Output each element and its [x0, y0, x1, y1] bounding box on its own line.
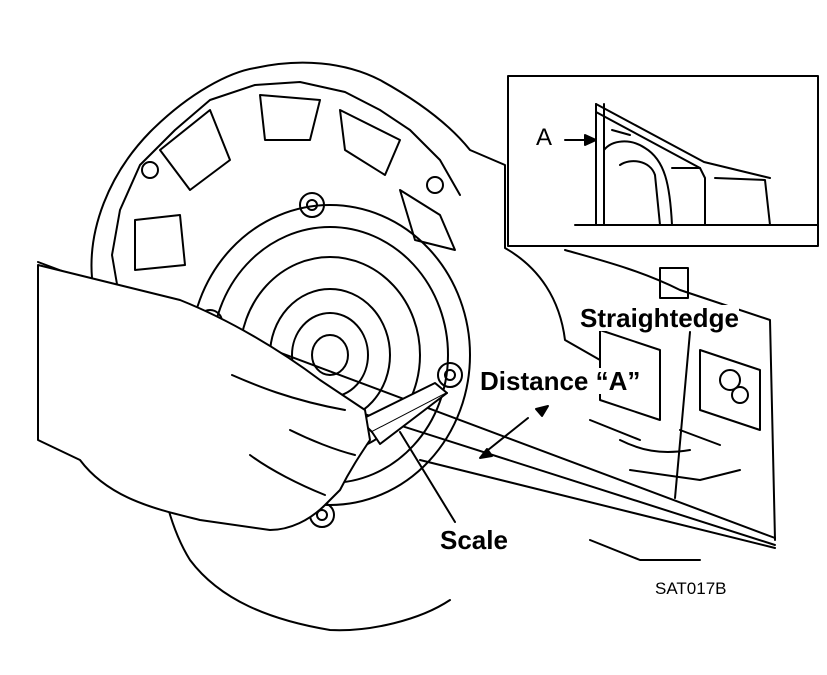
hand — [37, 264, 371, 531]
housing-rib-3 — [339, 109, 401, 176]
figure-code-label: SAT017B — [655, 579, 727, 598]
housing-rib-2 — [259, 94, 321, 141]
scale-ruler — [359, 382, 448, 445]
inset-detail — [507, 75, 819, 247]
distance-arrow-head-1 — [535, 405, 549, 417]
housing-rib-5 — [399, 189, 456, 251]
housing-rib-1 — [159, 109, 231, 191]
straightedge-label: Straightedge — [580, 303, 739, 333]
distance-a-label: Distance “A” — [480, 366, 641, 396]
inset-marker-label: A — [536, 124, 553, 151]
distance-arrow-head-2 — [479, 448, 493, 459]
scale-label: Scale — [440, 525, 508, 555]
housing-rib-4 — [134, 214, 186, 271]
leader-lines — [399, 331, 691, 523]
valve-body — [564, 249, 776, 561]
